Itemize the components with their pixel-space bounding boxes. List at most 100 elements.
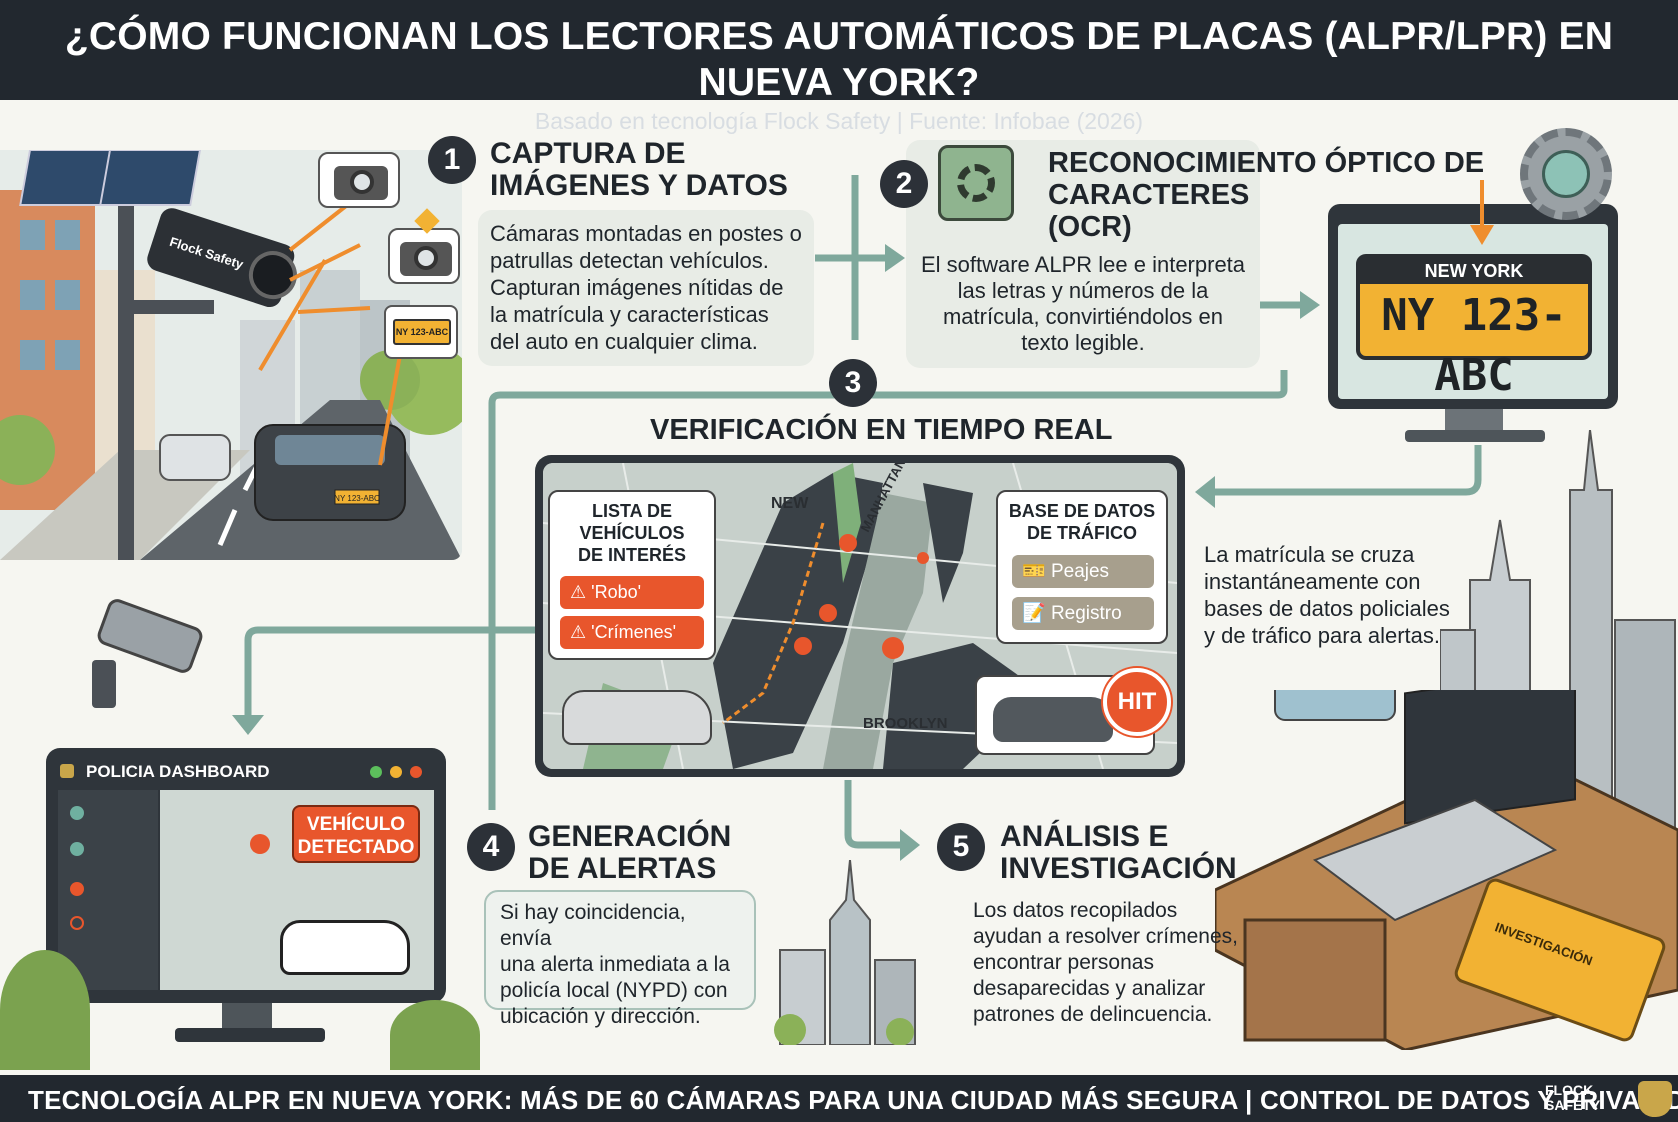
step-3-body-line: bases de datos policiales xyxy=(1204,596,1450,621)
step-4-title-line: GENERACIÓN xyxy=(528,820,732,853)
step-4-title: GENERACIÓN DE ALERTAS xyxy=(528,821,731,885)
step-5-title: ANÁLISIS E INVESTIGACIÓN xyxy=(1000,821,1237,885)
footer-text: TECNOLOGÍA ALPR EN NUEVA YORK: MÁS DE 60… xyxy=(28,1085,1678,1115)
location-icon[interactable] xyxy=(70,842,84,856)
step-5-title-line: ANÁLISIS E xyxy=(1000,820,1169,853)
step-2-body: El software ALPR lee e interpreta las le… xyxy=(906,252,1260,356)
center-skyline xyxy=(774,860,916,1045)
page-title: ¿CÓMO FUNCIONAN LOS LECTORES AUTOMÁTICOS… xyxy=(64,15,1614,104)
plant-left xyxy=(0,950,90,1070)
interest-list-panel: LISTA DE VEHÍCULOS DE INTERÉS ⚠ 'Robo' ⚠… xyxy=(548,490,716,660)
map-pin-icon xyxy=(250,834,270,854)
flock-safety-logo: FLOCK SAFETY xyxy=(1545,1083,1600,1113)
db-title-line: BASE DE DATOS xyxy=(1008,501,1156,521)
db-registro-item: 📝 Registro xyxy=(1012,597,1154,630)
logo-line: FLOCK xyxy=(1545,1082,1594,1098)
window-dot-green[interactable] xyxy=(370,766,382,778)
step-1-body-line: patrullas detectan vehículos. xyxy=(490,248,769,273)
step-1-body-line: Cámaras montadas en postes o xyxy=(490,221,802,246)
step-2-body-line: El software ALPR lee e interpreta xyxy=(920,252,1246,277)
traffic-db-panel: BASE DE DATOS DE TRÁFICO 🎫 Peajes 📝 Regi… xyxy=(996,490,1168,644)
folder-label: INVESTIGACIÓN xyxy=(1493,919,1595,969)
step-2-title: RECONOCIMIENTO ÓPTICO DE CARACTERES (OCR… xyxy=(1048,147,1484,243)
step-4-body-line: Si hay coincidencia, envía xyxy=(500,901,686,950)
map-label-brooklyn: BROOKLYN xyxy=(863,715,947,732)
chip-gear-icon xyxy=(938,145,1014,221)
step-2-title-line: RECONOCIMIENTO ÓPTICO DE xyxy=(1048,147,1485,179)
ticket-icon: 🎫 xyxy=(1022,561,1046,582)
monitor-base xyxy=(1405,430,1545,442)
window-dot-red[interactable] xyxy=(410,766,422,778)
police-dashboard-monitor: POLICIA DASHBOARD xyxy=(46,748,446,1003)
alert-icon[interactable] xyxy=(70,882,84,896)
window-dot-yellow[interactable] xyxy=(390,766,402,778)
step-5-body-line: desaparecidas y analizar xyxy=(973,977,1206,1000)
alert-crimenes-badge: ⚠ 'Crímenes' xyxy=(560,616,704,649)
map-label-new: NEW xyxy=(771,495,809,512)
step-5-body-line: ayudan a resolver crímenes, xyxy=(973,925,1238,948)
alert-robo-badge: ⚠ 'Robo' xyxy=(560,576,704,609)
step-5-body: Los datos recopilados ayudan a resolver … xyxy=(973,898,1253,1028)
db-peajes-label: Peajes xyxy=(1050,561,1110,582)
step-5-number: 5 xyxy=(937,823,985,871)
step-5-body-line: Los datos recopilados xyxy=(973,899,1178,922)
step-4-card: Si hay coincidencia, envía una alerta in… xyxy=(484,890,756,1028)
step-4-number: 4 xyxy=(467,823,515,871)
warning-icon: ⚠ xyxy=(570,582,587,602)
license-plate: NEW YORK NY 123-ABC xyxy=(1356,254,1592,401)
step-5-body-line: patrones de delincuencia. xyxy=(973,1003,1213,1026)
camera-flash-icon xyxy=(388,208,460,284)
step-2-body-line: texto legible. xyxy=(1021,330,1145,355)
dashboard-title: POLICIA DASHBOARD xyxy=(86,762,270,781)
callout-line: DETECTADO xyxy=(297,837,415,858)
arrow-down-icon xyxy=(1470,180,1494,245)
camera-mount xyxy=(92,660,116,708)
small-plate: NY 123-ABC xyxy=(393,319,451,345)
page-subtitle: Basado en tecnología Flock Safety | Fuen… xyxy=(534,108,1144,134)
header: ¿CÓMO FUNCIONAN LOS LECTORES AUTOMÁTICOS… xyxy=(0,0,1678,134)
step-2-title-line: (OCR) xyxy=(1048,211,1132,243)
target-icon[interactable] xyxy=(70,916,84,930)
sidebar-icon[interactable] xyxy=(70,806,84,820)
step-1-body-line: la matrícula y características xyxy=(490,302,769,327)
step-2-body-line: las letras y números de la xyxy=(957,278,1209,303)
step-4-body-line: ubicación y dirección. xyxy=(500,1005,701,1028)
police-car-icon xyxy=(280,920,410,975)
step-3-body-line: y de tráfico para alertas. xyxy=(1204,623,1441,648)
logo-line: SAFETY xyxy=(1545,1097,1601,1113)
step-1-body-line: Capturan imágenes nítidas de xyxy=(490,275,784,300)
alert-crimenes-label: 'Crímenes' xyxy=(591,622,677,642)
step-1-title-line: CAPTURA DE xyxy=(490,137,686,170)
step-2-body-line: matrícula, convirtiéndolos en xyxy=(942,304,1224,329)
document-icon: 📝 xyxy=(1022,603,1046,624)
warning-icon: ⚠ xyxy=(570,622,587,642)
db-peajes-item: 🎫 Peajes xyxy=(1012,555,1154,588)
interest-title-line: VEHÍCULOS xyxy=(579,523,685,543)
step-1-card: Cámaras montadas en postes o patrullas d… xyxy=(478,210,814,366)
plate-number: NY 123-ABC xyxy=(1381,290,1567,401)
step-2-title-line: CARACTERES xyxy=(1048,179,1250,211)
monitor-stand xyxy=(1445,409,1503,434)
footer: TECNOLOGÍA ALPR EN NUEVA YORK: MÁS DE 60… xyxy=(0,1075,1678,1122)
plate-snapshot-icon: NY 123-ABC xyxy=(384,305,458,359)
step-1-body-line: del auto en cualquier clima. xyxy=(490,329,758,354)
alert-robo-label: 'Robo' xyxy=(591,582,642,602)
interest-title-line: DE INTERÉS xyxy=(577,545,687,565)
step-3-title: VERIFICACIÓN EN TIEMPO REAL xyxy=(650,414,1113,446)
step-2-number: 2 xyxy=(880,160,928,208)
step-4-body-line: una alerta inmediata a la xyxy=(500,953,730,976)
step-3-body-line: instantáneamente con xyxy=(1204,569,1421,594)
dashboard-base xyxy=(175,1028,325,1042)
callout-line: VEHÍCULO xyxy=(306,814,406,835)
plate-state: NEW YORK xyxy=(1360,258,1588,284)
db-registro-label: Registro xyxy=(1050,603,1122,624)
shield-icon xyxy=(60,764,74,778)
hit-label: HIT xyxy=(1117,688,1157,715)
db-title-line: DE TRÁFICO xyxy=(1027,523,1137,543)
step-1-title-line: IMÁGENES Y DATOS xyxy=(490,169,788,202)
dashboard-sidebar xyxy=(58,790,158,990)
hit-badge: HIT xyxy=(1103,668,1171,736)
hit-car-icon xyxy=(993,697,1113,742)
